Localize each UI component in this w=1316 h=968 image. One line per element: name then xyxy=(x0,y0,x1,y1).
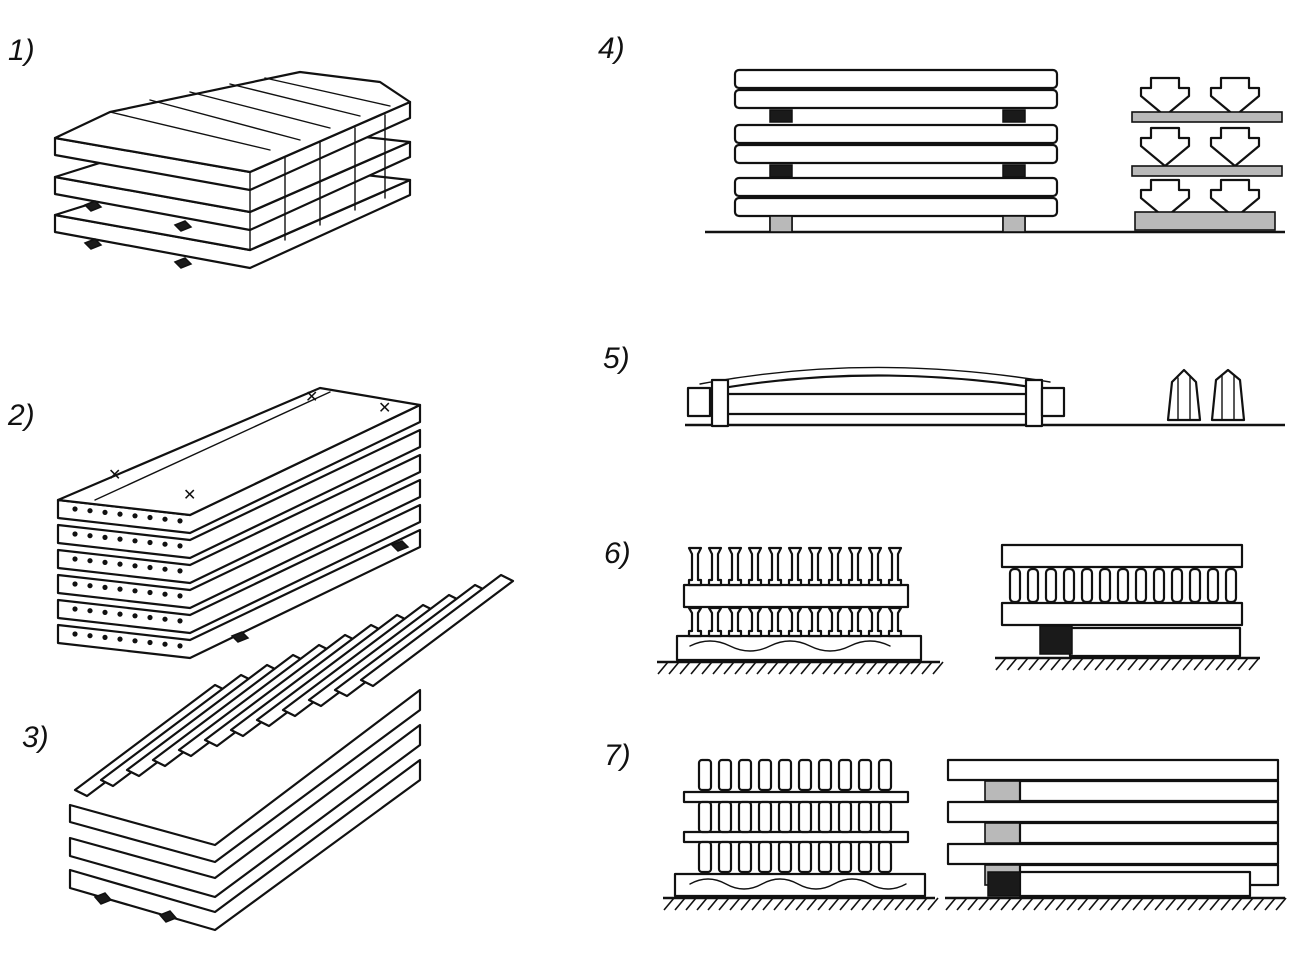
panel-label-2: 2) xyxy=(7,399,35,432)
svg-text:✕: ✕ xyxy=(378,400,391,417)
panel-label-4: 4) xyxy=(598,32,625,65)
panel-label-6: 6) xyxy=(604,537,631,570)
panel-7-right-stack xyxy=(945,758,1287,911)
panel-label-7: 7) xyxy=(604,739,631,772)
svg-text:✕: ✕ xyxy=(108,467,121,484)
svg-text:✕: ✕ xyxy=(183,487,196,504)
svg-text:✕: ✕ xyxy=(305,389,318,406)
panel-1-slab-stack xyxy=(53,70,412,270)
panel-label-3: 3) xyxy=(22,721,49,754)
panel-5-truss xyxy=(685,366,1285,428)
panel-label-5: 5) xyxy=(603,342,630,375)
panel-label-1: 1) xyxy=(8,34,35,67)
panel-7-left-stack xyxy=(663,758,939,911)
panel-4-beam-stack xyxy=(705,68,1285,234)
panel-3-corrugated-stack xyxy=(68,573,515,932)
panel-6-left-stack xyxy=(657,546,944,675)
panel-2-hollow-slab-stack: ✕ ✕ ✕ ✕ xyxy=(56,386,422,660)
panel-6-right-stack xyxy=(995,543,1260,671)
